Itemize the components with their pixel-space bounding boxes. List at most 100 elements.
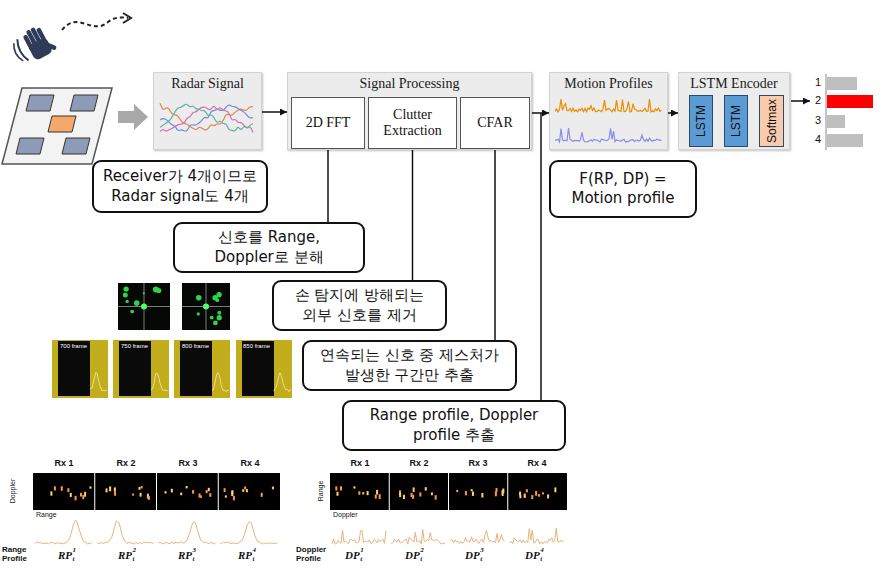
fft-peak — [153, 286, 159, 292]
fft-peak — [125, 300, 128, 303]
frame-curve — [274, 373, 291, 392]
heatmap-cell — [192, 490, 194, 494]
callout-number: 4 — [815, 133, 821, 145]
frame-thumbnail — [236, 340, 292, 398]
box-title: LSTM Encoder — [685, 76, 783, 92]
axis-label: Doppler — [9, 479, 17, 504]
connector — [668, 112, 678, 114]
heatmap-cell — [554, 487, 556, 492]
antenna-patch — [48, 116, 76, 132]
heatmap-cell — [231, 490, 233, 494]
palm — [28, 37, 54, 61]
lstm-layer: LSTM — [724, 95, 748, 147]
profile-curve — [391, 530, 445, 544]
callout-text: 연속되는 신호 중 제스처가 발생한 구간만 추출 — [312, 346, 507, 385]
label-holder: DP — [525, 549, 540, 561]
connector — [412, 149, 414, 280]
symbol-subscript: t — [73, 556, 75, 564]
probability-bar — [827, 77, 857, 90]
heatmap-cell — [70, 493, 72, 497]
axis-label: Range — [36, 511, 57, 519]
fft-axis — [118, 283, 170, 330]
heatmap-cell — [208, 488, 210, 491]
symbol-label: DP — [465, 549, 480, 561]
box-label: Softmax — [765, 99, 779, 143]
heatmap-cell — [362, 492, 364, 494]
probability-bar — [827, 95, 873, 108]
fft-image — [182, 283, 230, 330]
heatmap-cell — [114, 487, 116, 491]
heatmap-cell — [141, 486, 143, 488]
label-holder: 1 — [73, 547, 77, 555]
heatmap-cell — [431, 492, 433, 495]
heatmap-cell — [206, 490, 208, 493]
symbol-subscript: t — [360, 556, 362, 564]
symbol-label: DP — [405, 549, 420, 561]
callout-box: F(RP, DP) = Motion profile — [549, 160, 697, 218]
receiver-label: Rx 1 — [350, 459, 369, 469]
heatmap-image — [330, 473, 567, 510]
label-holder: Rx 3 — [178, 459, 197, 469]
box-label: LSTM — [729, 105, 743, 137]
heatmap-cell — [502, 490, 504, 493]
box-title: Radar Signal — [160, 76, 255, 92]
callout-box: 손 탐지에 방해되는 외부 신호를 제거 — [272, 280, 447, 331]
heatmap-cell — [244, 486, 246, 489]
frame-curve — [151, 373, 168, 391]
frame-label: 850 frame — [243, 343, 270, 350]
frame-thumbnail — [174, 340, 230, 398]
profile-curve — [220, 522, 277, 544]
panel-divider — [448, 473, 449, 510]
heatmap-cell — [114, 491, 116, 496]
signal-wave — [160, 106, 253, 132]
heatmap-cell — [171, 489, 173, 493]
label-holder: t — [193, 556, 195, 564]
softmax-layer: Softmax — [759, 95, 784, 147]
profile-curve — [97, 521, 154, 544]
connector — [262, 111, 287, 113]
heatmap-cell — [379, 494, 381, 499]
label-holder: Rx 4 — [527, 459, 546, 469]
signal-wave — [160, 105, 253, 131]
connector — [532, 112, 549, 114]
symbol-subscript: t — [253, 556, 255, 564]
heatmap-cell — [67, 488, 69, 492]
heatmap-cell — [272, 487, 274, 490]
thumb — [44, 42, 57, 51]
box-label: CFAR — [477, 115, 513, 131]
doppler-profile-line — [555, 128, 662, 142]
frame-label: 800 frame — [182, 343, 209, 350]
bar-axis — [826, 74, 827, 150]
signal-wave — [160, 104, 253, 131]
symbol-label: RP — [118, 549, 132, 561]
heatmap-cell — [495, 488, 497, 492]
heatmap-cell — [109, 486, 111, 491]
label-holder: Rx 1 — [54, 459, 73, 469]
label-holder: RP — [118, 549, 132, 561]
leader-line — [540, 113, 542, 400]
callout-box: Receiver가 4개이므로 Radar signal도 4개 — [92, 160, 268, 213]
fft-peak — [130, 310, 134, 314]
label-holder: 3 — [815, 114, 821, 126]
heatmap-cell — [519, 492, 521, 496]
symbol-superscript: 1 — [360, 547, 364, 555]
symbol-superscript: 2 — [133, 547, 137, 555]
box-title: Signal Processing — [294, 76, 525, 92]
receiver-label: Rx 4 — [527, 459, 546, 469]
heatmap-cell — [225, 495, 227, 497]
heatmap-cell — [209, 493, 211, 497]
symbol-label: RP — [58, 549, 72, 561]
heatmap-cell — [148, 496, 150, 500]
frame-image — [174, 340, 230, 398]
connector — [494, 149, 496, 340]
label-holder: 3 — [480, 547, 484, 555]
antenna-patch — [26, 95, 54, 111]
fft-peak — [212, 295, 217, 300]
heatmap-cell — [61, 486, 63, 491]
heatmap-cell — [399, 490, 401, 495]
callout-text: 신호를 Range, Doppler로 분해 — [183, 228, 355, 267]
label-holder: DP — [405, 549, 420, 561]
heatmap-cell — [375, 495, 377, 499]
profile-curve — [510, 528, 564, 544]
symbol-superscript: 2 — [420, 547, 424, 555]
